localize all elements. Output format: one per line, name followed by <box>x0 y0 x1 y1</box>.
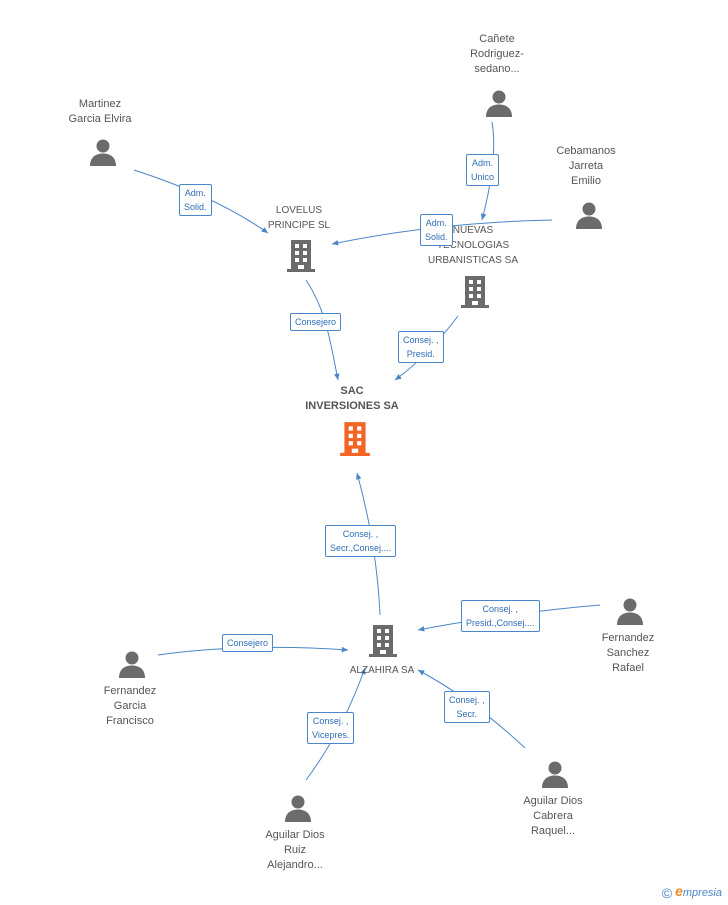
building-icon[interactable] <box>461 276 489 308</box>
person-icon[interactable] <box>617 598 643 626</box>
edge-label-cebamanos-lovelus[interactable]: Adm.Solid. <box>420 214 453 246</box>
edge-label-acabrera-alzahira[interactable]: Consej. ,Secr. <box>444 691 490 723</box>
person-icon[interactable] <box>285 795 311 823</box>
person-icon[interactable] <box>90 139 116 167</box>
person-icon[interactable] <box>576 202 602 230</box>
edge-label-alzahira-sac[interactable]: Consej. ,Secr.,Consej.... <box>325 525 397 557</box>
node-label-alzahira[interactable]: ALZAHIRA SA <box>349 665 415 676</box>
edge-label-nuevas-sac[interactable]: Consej. ,Presid. <box>398 331 444 363</box>
person-icon[interactable] <box>486 90 512 118</box>
edge-label-lovelus-sac[interactable]: Consejero <box>290 313 342 331</box>
person-icon[interactable] <box>119 651 145 679</box>
building-icon[interactable] <box>287 240 315 272</box>
building-icon[interactable] <box>369 625 397 657</box>
edge-label-fgarcia-alzahira[interactable]: Consejero <box>222 634 274 652</box>
brand-logo-initial: e <box>675 882 683 899</box>
copyright-icon: © <box>661 885 673 901</box>
brand-footer: © empresia <box>662 883 722 901</box>
edges <box>133 121 601 781</box>
edge-label-aruiz-alzahira[interactable]: Consej. ,Vicepres. <box>307 712 355 744</box>
main-company-building-icon[interactable] <box>340 422 370 456</box>
edge-label-fsanchez-alzahira[interactable]: Consej. ,Presid.,Consej.... <box>461 600 540 632</box>
person-icon[interactable] <box>542 761 568 789</box>
edge-label-martinez-lovelus[interactable]: Adm.Solid. <box>179 184 212 216</box>
edge-label-canete-nuevas[interactable]: Adm.Unico <box>466 154 500 186</box>
brand-logo-text: mpresia <box>682 886 722 899</box>
